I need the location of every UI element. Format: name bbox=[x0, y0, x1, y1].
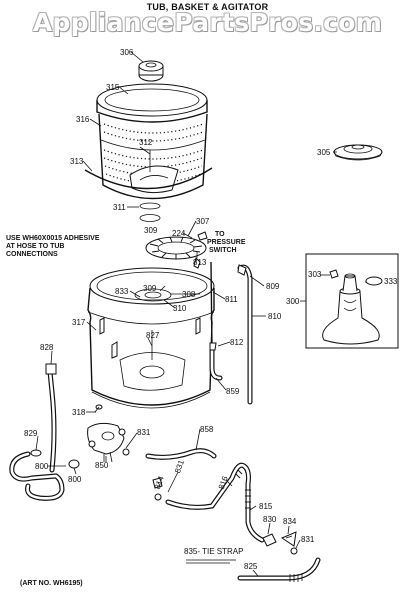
adhesive-note-line3: CONNECTIONS bbox=[6, 251, 58, 258]
label-812: 812 bbox=[230, 338, 244, 347]
snubber-ring-313[interactable] bbox=[84, 167, 213, 190]
label-315: 315 bbox=[106, 83, 120, 92]
clamp-831a[interactable] bbox=[122, 448, 130, 456]
label-305: 305 bbox=[317, 148, 331, 157]
label-834: 834 bbox=[283, 517, 297, 526]
clamp-800a[interactable] bbox=[30, 449, 42, 457]
clamp-809[interactable] bbox=[237, 264, 247, 276]
label-814: 814 bbox=[153, 474, 166, 490]
label-816: 816 bbox=[217, 474, 230, 490]
pressure-switch-note-line2: PRESSURE bbox=[207, 239, 246, 246]
label-800b: 800 bbox=[68, 475, 82, 484]
label-224: 224 bbox=[172, 229, 186, 238]
label-311: 311 bbox=[113, 203, 126, 212]
label-303: 303 bbox=[308, 270, 322, 279]
basket-316[interactable] bbox=[96, 83, 208, 200]
adhesive-note-line2: AT HOSE TO TUB bbox=[6, 243, 64, 250]
label-833: 833 bbox=[115, 287, 129, 296]
label-813: 813 bbox=[193, 258, 207, 267]
clamp-831b[interactable] bbox=[154, 493, 162, 501]
label-829: 829 bbox=[24, 429, 38, 438]
label-300: 300 bbox=[286, 297, 300, 306]
pressure-switch-note-line1: TO bbox=[215, 231, 225, 238]
label-308: 308 bbox=[182, 290, 196, 299]
label-831b: 831 bbox=[173, 458, 186, 474]
pump-850[interactable] bbox=[87, 422, 126, 463]
art-number: (ART NO. WH6195) bbox=[20, 580, 83, 587]
label-309a: 309 bbox=[144, 226, 158, 235]
label-318: 318 bbox=[72, 408, 86, 417]
label-815: 815 bbox=[259, 502, 273, 511]
tub-seal-309[interactable] bbox=[134, 288, 172, 302]
label-317: 317 bbox=[72, 318, 86, 327]
fabric-softener-dispenser-305[interactable] bbox=[333, 144, 383, 161]
label-810: 810 bbox=[268, 312, 282, 321]
label-312: 312 bbox=[139, 138, 153, 147]
clamp-800b[interactable] bbox=[68, 459, 80, 469]
clamp-813[interactable] bbox=[193, 257, 201, 269]
label-800a: 800 bbox=[35, 462, 49, 471]
clamp-812[interactable] bbox=[209, 342, 217, 351]
label-825: 825 bbox=[244, 562, 258, 571]
pressure-switch-note-line3: SWITCH bbox=[209, 247, 237, 254]
diagram-title: TUB, BASKET & AGITATOR bbox=[146, 2, 269, 12]
label-858: 858 bbox=[200, 425, 214, 434]
screw-318[interactable] bbox=[94, 404, 103, 413]
label-830: 830 bbox=[263, 515, 277, 524]
clamp-831c[interactable] bbox=[290, 547, 298, 555]
label-307: 307 bbox=[196, 217, 210, 226]
label-831a: 831 bbox=[137, 428, 151, 437]
label-827: 827 bbox=[146, 331, 160, 340]
label-306: 306 bbox=[120, 48, 134, 57]
label-809: 809 bbox=[266, 282, 280, 291]
tie-strap-label: 835- TIE STRAP bbox=[184, 547, 243, 556]
connector-830[interactable] bbox=[262, 533, 277, 547]
pressure-hose-811[interactable] bbox=[210, 261, 213, 351]
watermark: AppliancePartsPros.com bbox=[32, 8, 383, 37]
agitator-assembly-300[interactable] bbox=[305, 253, 399, 349]
label-310: 310 bbox=[173, 304, 187, 313]
seal-309[interactable] bbox=[139, 214, 161, 222]
adapter-834[interactable] bbox=[280, 531, 297, 547]
clip-224[interactable] bbox=[197, 231, 208, 241]
tub-cover-gasket-307[interactable] bbox=[145, 236, 207, 260]
drain-hose-810[interactable] bbox=[237, 264, 253, 405]
drive-block-311[interactable] bbox=[139, 202, 161, 210]
label-859: 859 bbox=[226, 387, 240, 396]
label-309b: 309 bbox=[143, 284, 157, 293]
label-333: 333 bbox=[384, 277, 398, 286]
label-828: 828 bbox=[40, 343, 54, 352]
outer-tub-317[interactable] bbox=[87, 267, 215, 409]
label-831c: 831 bbox=[301, 535, 315, 544]
agitator-cap-306[interactable] bbox=[138, 60, 164, 82]
label-316: 316 bbox=[76, 115, 90, 124]
adhesive-note-line1: USE WH60X0015 ADHESIVE bbox=[6, 235, 100, 242]
label-811: 811 bbox=[225, 295, 238, 304]
label-850: 850 bbox=[95, 461, 109, 470]
label-313: 313 bbox=[70, 157, 84, 166]
